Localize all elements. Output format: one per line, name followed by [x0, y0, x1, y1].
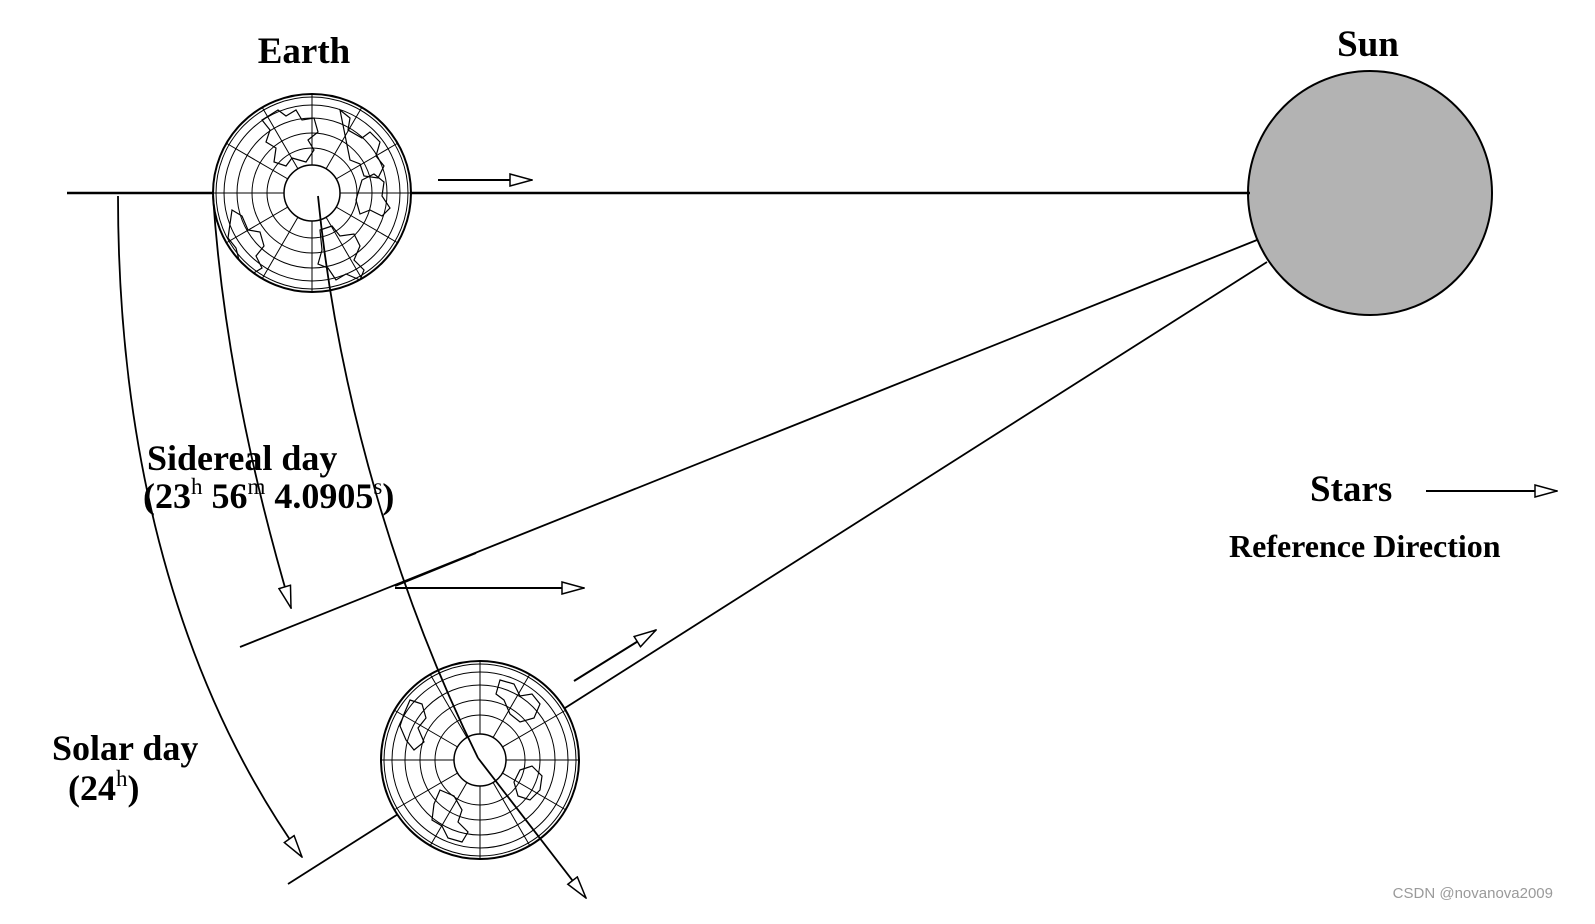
earth2-meridian-arrow: [477, 757, 586, 898]
sidereal-day-duration: (23h 56m 4.0905s): [143, 474, 394, 516]
sidereal-close: ): [382, 476, 394, 516]
sidereal-56: 56: [203, 476, 248, 516]
solar-day-duration: (24h): [68, 766, 140, 808]
solar-h-sup: h: [116, 766, 128, 791]
sun-circle: [1247, 70, 1493, 316]
earth-label: Earth: [258, 31, 351, 72]
solar-open: (24: [68, 768, 116, 808]
sidereal-day-arc: [212, 195, 292, 608]
sidereal-tick: [394, 552, 477, 587]
reference-direction-label: Reference Direction: [1229, 528, 1501, 564]
earth-rotation-path: [317, 195, 479, 759]
solar-day-arc: [117, 195, 302, 857]
sidereal-day-label: Sidereal day: [147, 438, 337, 478]
sidereal-seconds: 4.0905: [265, 476, 373, 516]
watermark: CSDN @novanova2009: [1393, 885, 1553, 902]
reference-arrow-earth2: [573, 630, 656, 682]
earth-globe-1: [212, 93, 412, 293]
stars-label: Stars: [1310, 469, 1392, 510]
sun-label: Sun: [1337, 24, 1399, 65]
sidereal-s-sup: s: [373, 474, 382, 499]
solar-close: ): [128, 768, 140, 808]
sidereal-m-sup: m: [248, 474, 266, 499]
sidereal-h-sup: h: [191, 474, 203, 499]
sidereal-sun-line: [239, 239, 1258, 648]
sidereal-open: (23: [143, 476, 191, 516]
solar-day-label: Solar day: [52, 728, 198, 768]
